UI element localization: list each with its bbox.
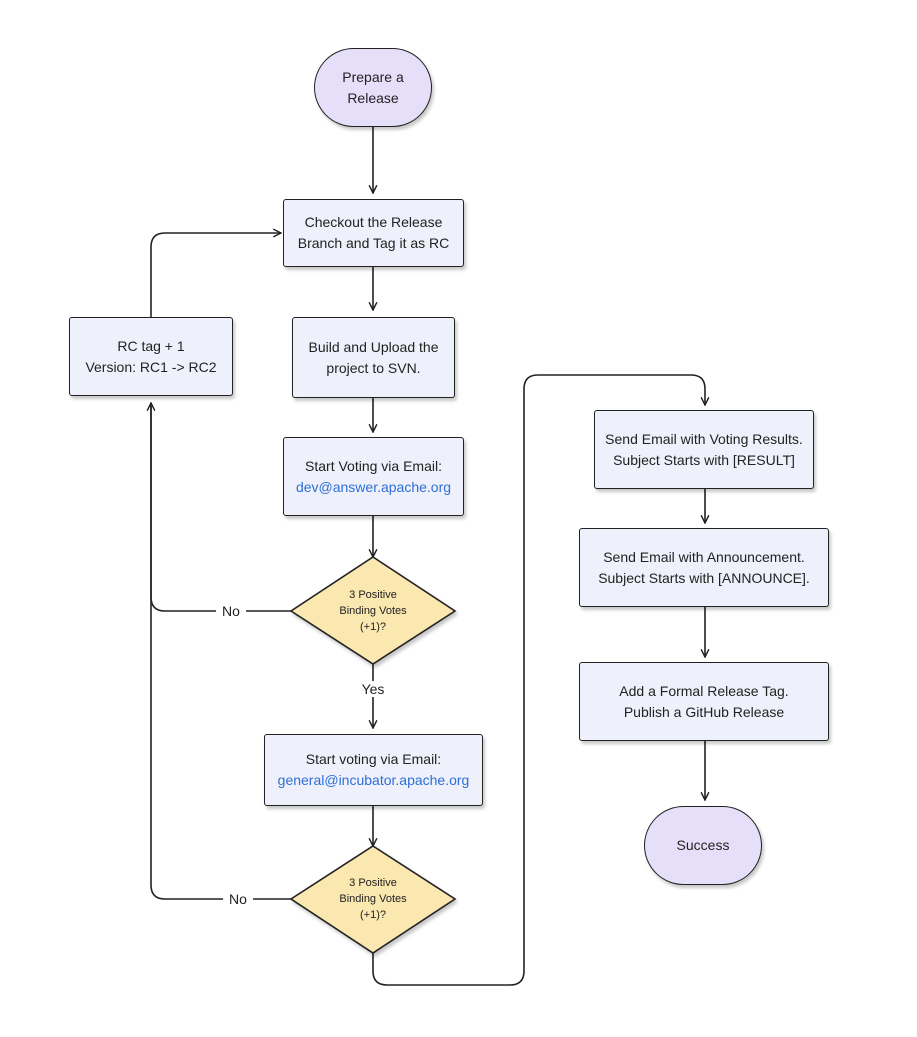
- send-announce-line-2: Subject Starts with [ANNOUNCE].: [598, 569, 810, 586]
- send-result-line-1: Send Email with Voting Results.: [605, 430, 803, 447]
- vote-general-step: Start voting via Email: general@incubato…: [264, 734, 483, 806]
- edge-label-yes: Yes: [355, 681, 391, 697]
- decision-1-line-1: 3 Positive: [349, 589, 397, 601]
- decision-2-line-3: (+1)?: [360, 909, 386, 921]
- decision-2-label: 3 Positive Binding Votes (+1)?: [313, 872, 433, 926]
- edge-decision2-no: [150, 402, 292, 900]
- edge-rc-to-checkout: [150, 228, 282, 318]
- decision-2-line-1: 3 Positive: [349, 877, 397, 889]
- vote-general-text: Start voting via Email:: [305, 751, 442, 767]
- checkout-line-1: Checkout the Release: [304, 214, 443, 230]
- send-result-step: Send Email with Voting Results. Subject …: [594, 410, 814, 489]
- send-announce-step: Send Email with Announcement. Subject St…: [579, 528, 829, 607]
- vote-dev-step: Start Voting via Email: dev@answer.apach…: [283, 437, 464, 516]
- checkout-step: Checkout the Release Branch and Tag it a…: [283, 199, 464, 267]
- send-announce-line-1: Send Email with Announcement.: [603, 548, 805, 565]
- start-line-1: Prepare a: [342, 68, 404, 85]
- rc-increment-step: RC tag + 1 Version: RC1 -> RC2: [69, 317, 233, 396]
- formal-release-line-2: Publish a GitHub Release: [623, 703, 785, 720]
- decision-diamond-2: [289, 845, 457, 954]
- checkout-line-2: Branch and Tag it as RC: [297, 235, 450, 251]
- build-step: Build and Upload the project to SVN.: [292, 317, 455, 398]
- rc-increment-line-2: Version: RC1 -> RC2: [85, 358, 217, 375]
- formal-release-line-1: Add a Formal Release Tag.: [619, 682, 789, 699]
- vote-dev-text: Start Voting via Email:: [305, 457, 442, 474]
- decision-2-line-2: Binding Votes: [339, 893, 407, 905]
- build-line-1: Build and Upload the: [308, 338, 439, 355]
- success-node: Success: [644, 806, 762, 885]
- start-line-2: Release: [347, 89, 399, 106]
- build-line-2: project to SVN.: [326, 359, 421, 376]
- decision-diamond-1: [289, 556, 457, 665]
- decision-1-line-3: (+1)?: [360, 621, 386, 633]
- edge-label-no-2: No: [223, 891, 253, 907]
- edge-decision1-no: [146, 402, 292, 612]
- edge-decision2-yes: [372, 374, 710, 986]
- edge-label-no-1: No: [216, 603, 246, 619]
- success-label: Success: [676, 837, 730, 853]
- dev-mailing-list-link[interactable]: dev@answer.apache.org: [295, 478, 452, 495]
- decision-1-line-2: Binding Votes: [339, 605, 407, 617]
- general-mailing-list-link[interactable]: general@incubator.apache.org: [277, 772, 470, 788]
- rc-increment-line-1: RC tag + 1: [117, 337, 185, 354]
- formal-release-step: Add a Formal Release Tag. Publish a GitH…: [579, 662, 829, 741]
- start-node: Prepare a Release: [314, 48, 432, 127]
- send-result-line-2: Subject Starts with [RESULT]: [613, 451, 795, 468]
- decision-1-label: 3 Positive Binding Votes (+1)?: [313, 584, 433, 638]
